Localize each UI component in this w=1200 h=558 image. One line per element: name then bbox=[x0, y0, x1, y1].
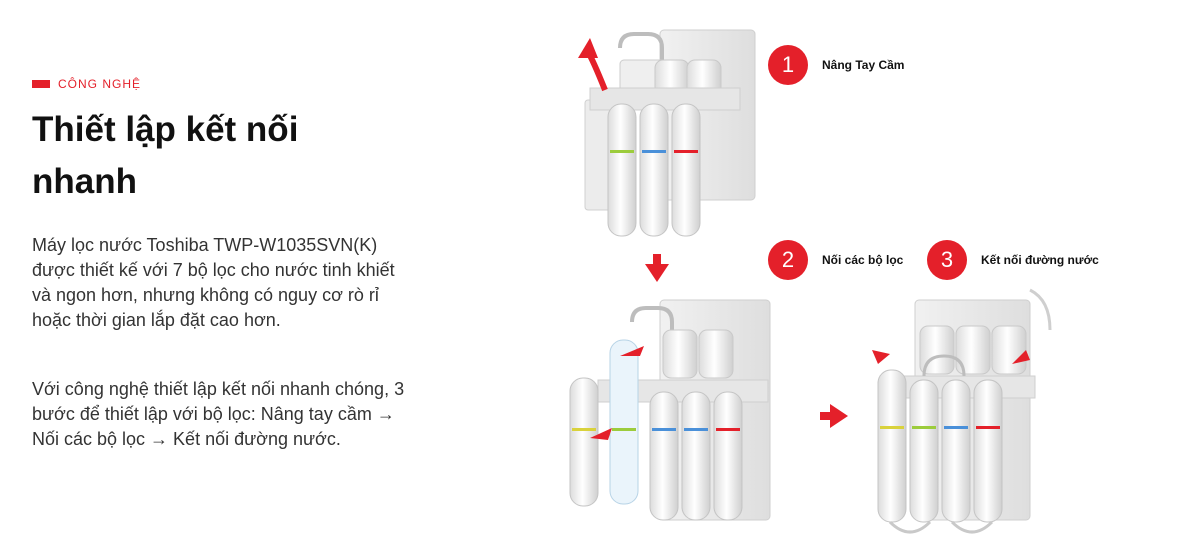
step-1-label: Nâng Tay Cầm bbox=[822, 58, 905, 72]
description-paragraph-2: Với công nghệ thiết lập kết nối nhanh ch… bbox=[32, 379, 405, 449]
description-paragraph-1: Máy lọc nước Toshiba TWP-W1035SVN(K) đượ… bbox=[32, 235, 395, 330]
step-1-badge: 1 bbox=[768, 45, 808, 85]
arrow-down bbox=[645, 254, 669, 282]
illustration-area: 1 Nâng Tay Cầm 2 Nối các bộ lọc 3 Kết nố… bbox=[560, 0, 1200, 558]
filter-illustration bbox=[569, 29, 1052, 534]
step-3-badge: 3 bbox=[927, 240, 967, 280]
step-2: 2 Nối các bộ lọc bbox=[768, 240, 903, 280]
page-title: Thiết lập kết nối nhanh bbox=[32, 110, 299, 201]
unit-step-2 bbox=[569, 299, 771, 521]
section-eyebrow: CÔNG NGHỆ bbox=[32, 77, 141, 91]
arrow-right bbox=[820, 404, 848, 428]
unit-step-3 bbox=[872, 288, 1052, 534]
unit-step-1 bbox=[578, 29, 756, 237]
eyebrow-accent-bar bbox=[32, 80, 50, 88]
step-2-badge: 2 bbox=[768, 240, 808, 280]
step-3: 3 Kết nối đường nước bbox=[927, 240, 1099, 280]
eyebrow-label: CÔNG NGHỆ bbox=[58, 77, 142, 91]
step-2-label: Nối các bộ lọc bbox=[822, 253, 904, 267]
step-3-label: Kết nối đường nước bbox=[981, 253, 1099, 267]
step-1: 1 Nâng Tay Cầm bbox=[768, 45, 904, 85]
